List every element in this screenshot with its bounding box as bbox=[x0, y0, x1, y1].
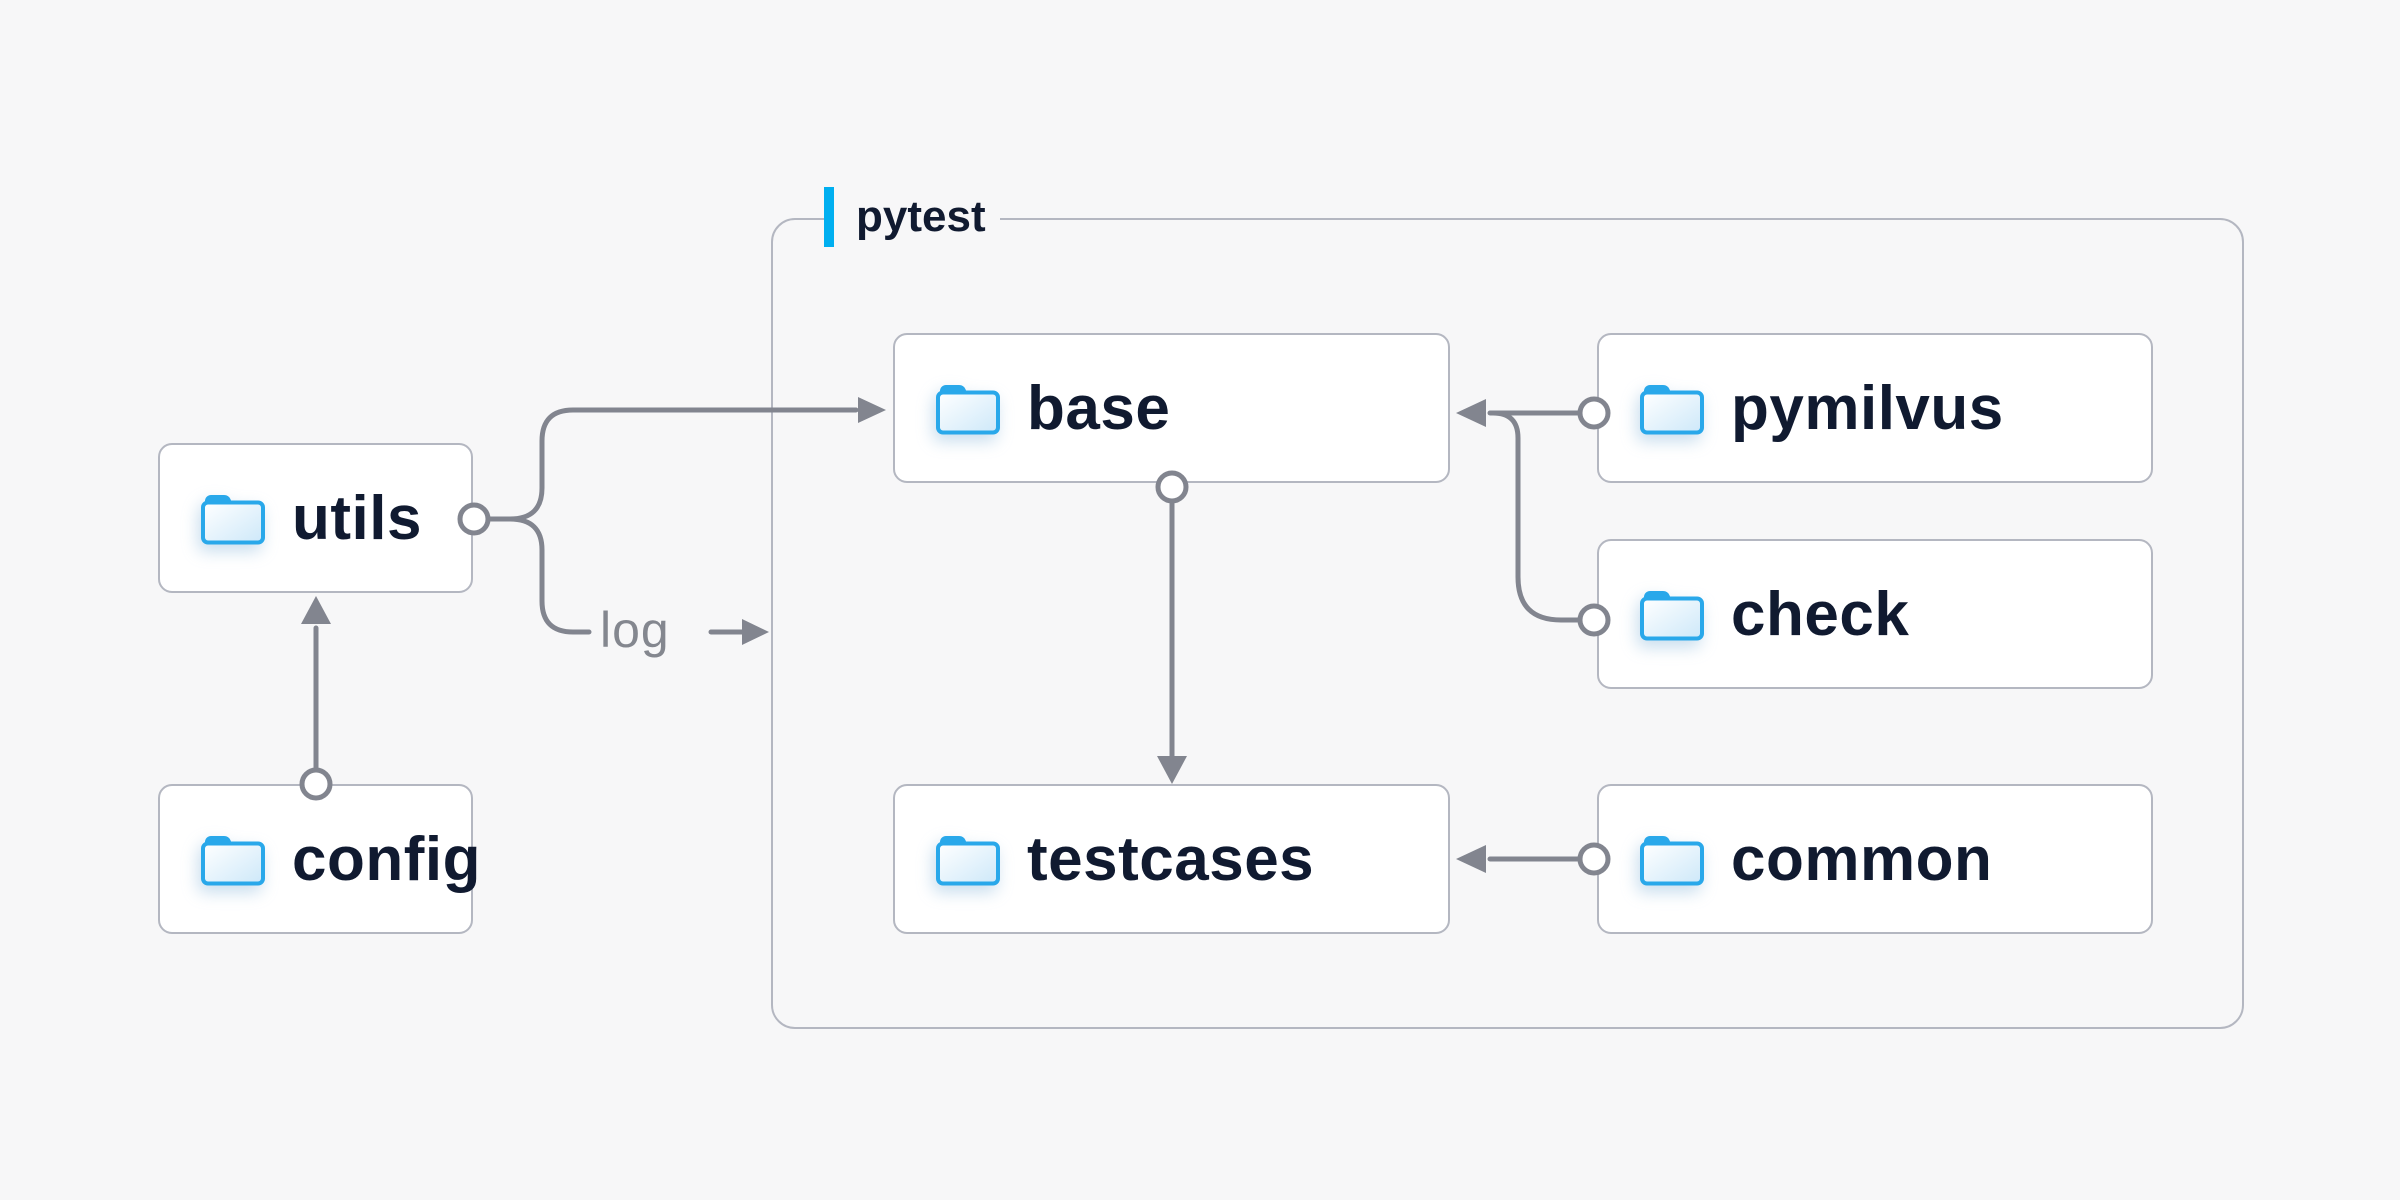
node-utils: utils bbox=[158, 443, 473, 593]
node-base: base bbox=[893, 333, 1450, 483]
folder-icon bbox=[201, 494, 265, 545]
node-config: config bbox=[158, 784, 480, 934]
arrowhead-right bbox=[742, 619, 769, 645]
folder-icon bbox=[1640, 384, 1704, 435]
edge-label-log: log bbox=[600, 601, 670, 658]
pytest-container-label: pytest bbox=[824, 186, 1000, 248]
node-label: common bbox=[1731, 824, 1993, 894]
pytest-container bbox=[771, 218, 2244, 1029]
node-label: config bbox=[292, 824, 481, 894]
node-label: base bbox=[1027, 373, 1171, 443]
folder-icon bbox=[1640, 835, 1704, 886]
node-label: pymilvus bbox=[1731, 373, 2004, 443]
node-common: common bbox=[1597, 784, 2153, 934]
folder-icon bbox=[936, 384, 1000, 435]
folder-icon bbox=[1640, 590, 1704, 641]
node-pymilvus: pymilvus bbox=[1597, 333, 2153, 483]
node-label: testcases bbox=[1027, 824, 1315, 894]
edge-utils-log bbox=[485, 516, 592, 635]
accent-bar bbox=[824, 187, 834, 247]
node-label: utils bbox=[292, 483, 422, 553]
container-title: pytest bbox=[856, 192, 986, 241]
node-testcases: testcases bbox=[893, 784, 1450, 934]
arrowhead-up bbox=[301, 596, 331, 624]
node-check: check bbox=[1597, 539, 2153, 689]
node-label: check bbox=[1731, 579, 1910, 649]
folder-icon bbox=[201, 835, 265, 886]
folder-icon bbox=[936, 835, 1000, 886]
